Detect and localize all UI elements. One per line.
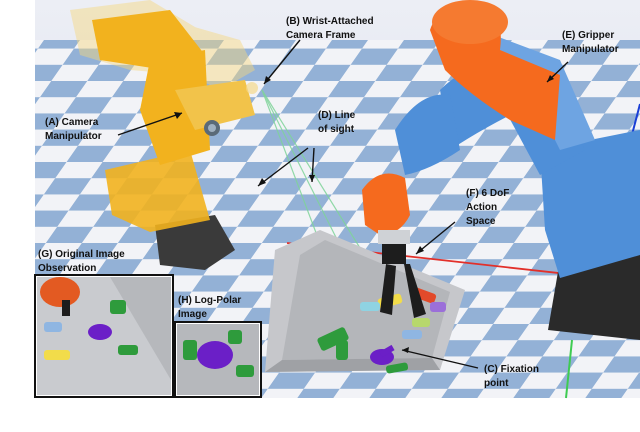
label-d-line2: of sight bbox=[318, 124, 355, 135]
label-f-line2: Action bbox=[466, 202, 497, 213]
label-h-line2: Image bbox=[178, 309, 207, 320]
label-a: (A) Camera Manipulator bbox=[45, 117, 102, 142]
label-h-line1: (H) Log-Polar bbox=[178, 295, 241, 306]
label-e: (E) Gripper Manipulator bbox=[562, 30, 619, 55]
label-e-line1: (E) Gripper bbox=[562, 30, 614, 41]
label-f-line3: Space bbox=[466, 216, 496, 227]
green-axis-line bbox=[565, 339, 573, 399]
log-polar-panel bbox=[174, 321, 262, 398]
label-b-line2: Camera Frame bbox=[286, 30, 356, 41]
label-e-line2: Manipulator bbox=[562, 44, 619, 55]
annotation-arrows bbox=[117, 39, 569, 369]
label-d-line1: (D) Line bbox=[318, 110, 356, 121]
label-g-line2: Observation bbox=[38, 263, 96, 274]
label-f: (F) 6 DoF Action Space bbox=[466, 188, 509, 227]
label-g: (G) Original Image Observation bbox=[38, 249, 125, 274]
label-d: (D) Line of sight bbox=[318, 110, 356, 135]
label-b: (B) Wrist-Attached Camera Frame bbox=[286, 16, 374, 41]
label-g-line1: (G) Original Image bbox=[38, 249, 125, 260]
label-h: (H) Log-Polar Image bbox=[178, 295, 241, 320]
label-a-line1: (A) Camera bbox=[45, 117, 99, 128]
label-b-line1: (B) Wrist-Attached bbox=[286, 16, 374, 27]
tray-objects bbox=[317, 286, 446, 374]
original-image-panel bbox=[34, 274, 174, 398]
label-c-line2: point bbox=[484, 378, 509, 389]
label-c-line1: (C) Fixation bbox=[484, 364, 539, 375]
label-c: (C) Fixation point bbox=[484, 364, 539, 389]
label-a-line2: Manipulator bbox=[45, 131, 102, 142]
label-f-line1: (F) 6 DoF bbox=[466, 188, 509, 199]
camera-manipulator bbox=[92, 10, 258, 270]
gripper-manipulator bbox=[362, 0, 640, 340]
